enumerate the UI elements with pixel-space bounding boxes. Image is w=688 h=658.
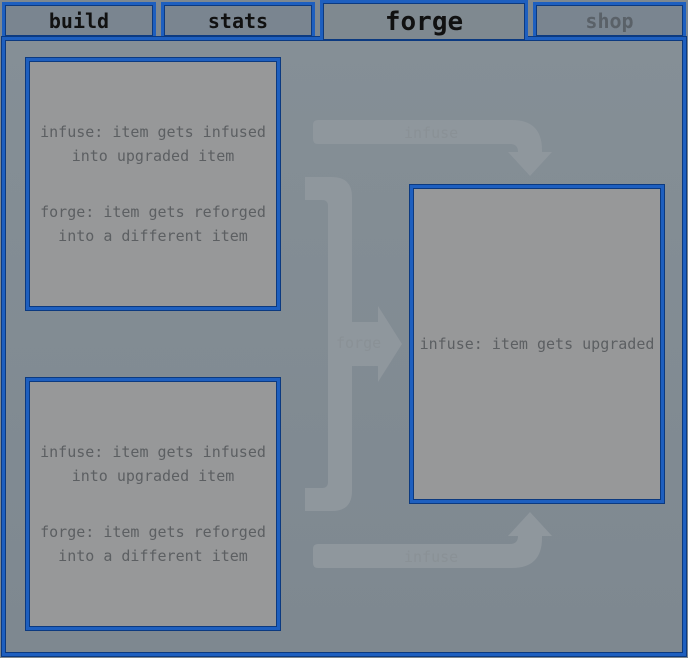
infuse-arrow-top [313,120,552,176]
forge-bracket-arrow [305,177,402,511]
slot-hint-infuse-line2: into upgraded item [71,147,235,165]
infuse-arrow-bottom [313,512,552,568]
flow-label-infuse-top: infuse [404,124,459,142]
tab-stats[interactable]: stats [161,2,315,36]
output-slot-hint: infuse: item gets upgraded [419,335,655,353]
slot-hint-infuse-line1: infuse: item gets infused [40,123,266,141]
slot-hint-forge-line2: into a different item [58,227,248,245]
output-slot[interactable]: infuse: item gets upgraded [410,185,664,503]
input-slot-bottom[interactable]: infuse: item gets infused into upgraded … [26,378,280,630]
slot-hint-infuse-line1: infuse: item gets infused [40,443,266,461]
tab-build[interactable]: build [2,2,156,36]
tab-forge[interactable]: forge [320,0,528,40]
tab-shop[interactable]: shop [533,2,686,36]
slot-hint-forge-line2: into a different item [58,547,248,565]
flow-label-forge: forge [336,334,382,352]
flow-label-infuse-bottom: infuse [404,548,459,566]
input-slot-top[interactable]: infuse: item gets infused into upgraded … [26,58,280,310]
slot-hint-infuse-line2: into upgraded item [71,467,235,485]
slot-hint-forge-line1: forge: item gets reforged [40,523,266,541]
slot-hint-forge-line1: forge: item gets reforged [40,203,266,221]
